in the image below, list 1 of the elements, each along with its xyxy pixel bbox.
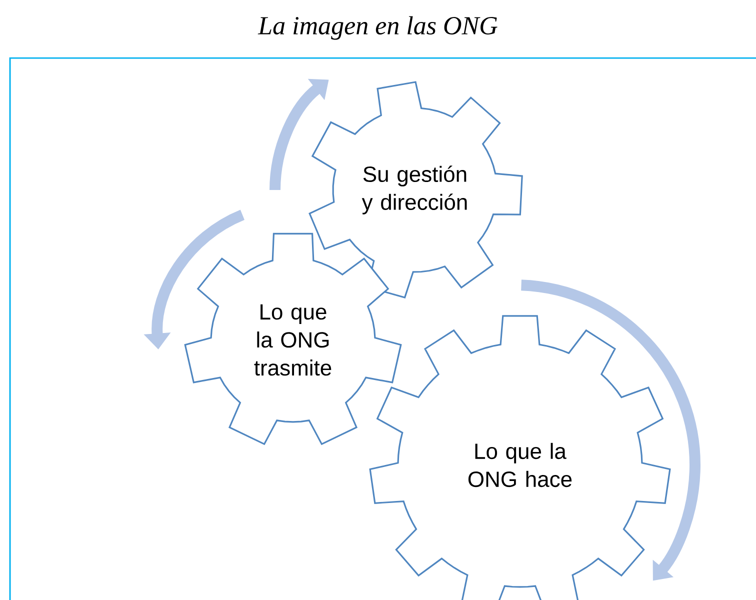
title: La imagen en las ONG xyxy=(258,16,498,40)
